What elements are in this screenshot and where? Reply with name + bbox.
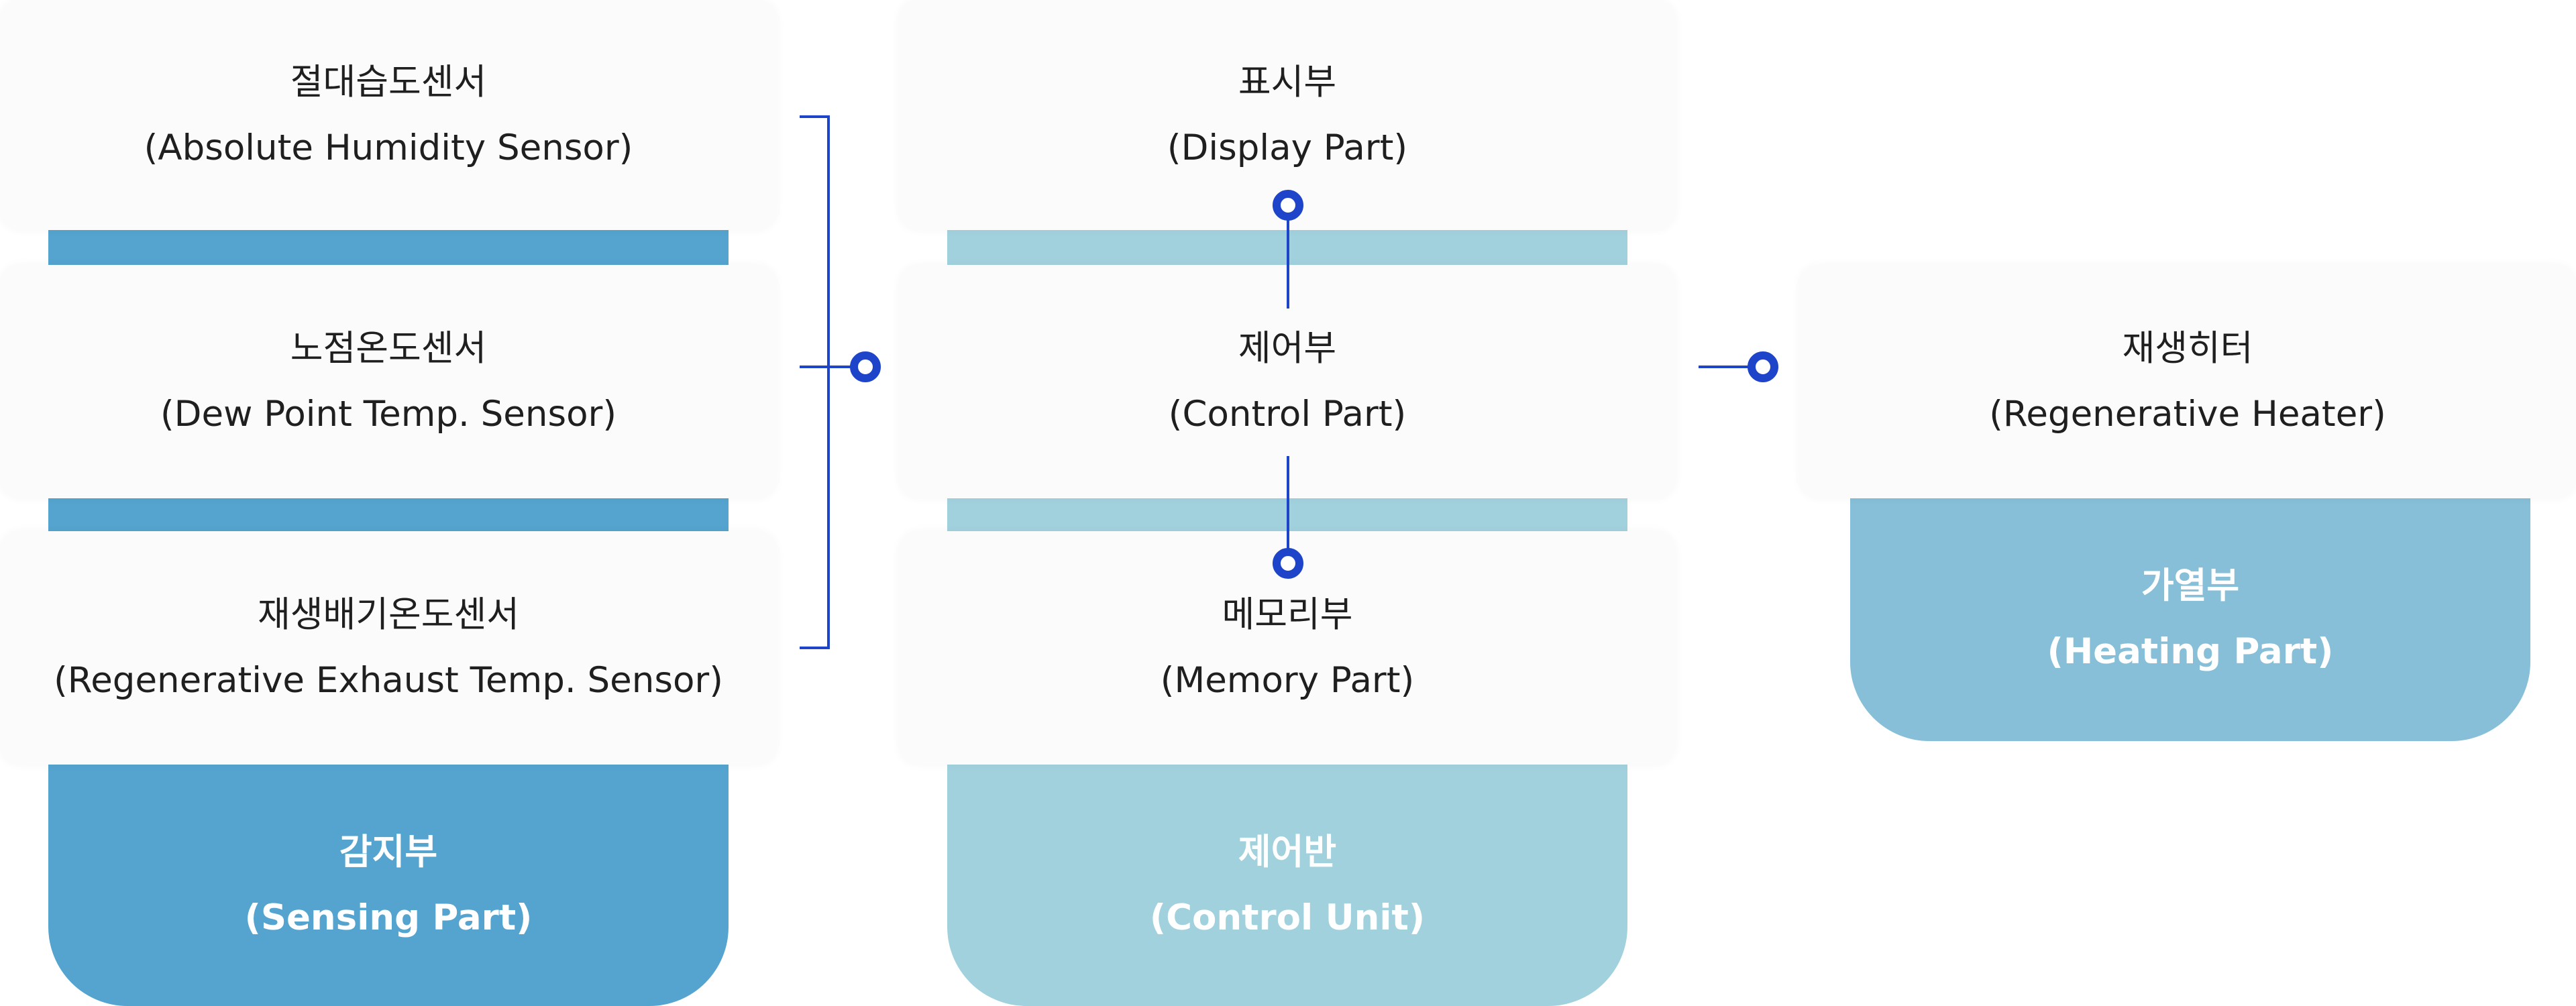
control-part-label-en: (Control Part) — [1168, 394, 1407, 435]
heating-part-tab: 가열부 (Heating Part) — [1850, 496, 2530, 741]
control-part-label-ko: 제어부 — [1238, 328, 1337, 369]
sensing-part-title-en: (Sensing Part) — [244, 897, 533, 938]
regenerative-exhaust-temp-sensor-label-en: (Regenerative Exhaust Temp. Sensor) — [54, 660, 723, 701]
display-part-label-en: (Display Part) — [1167, 127, 1408, 168]
dew-point-temp-sensor-card: 노점온도센서 (Dew Point Temp. Sensor) — [0, 265, 777, 498]
absolute-humidity-sensor-label-ko: 절대습도센서 — [290, 61, 487, 103]
memory-node-icon — [1273, 548, 1303, 579]
dew-point-temp-sensor-label-en: (Dew Point Temp. Sensor) — [160, 394, 617, 435]
regenerative-heater-label-en: (Regenerative Heater) — [1989, 394, 2386, 435]
absolute-humidity-sensor-label-en: (Absolute Humidity Sensor) — [144, 127, 633, 168]
display-node-icon — [1273, 190, 1303, 221]
regenerative-heater-card: 재생히터 (Regenerative Heater) — [1799, 265, 2576, 498]
sensing-part-title-ko: 감지부 — [339, 832, 438, 873]
control-unit-tab: 제어반 (Control Unit) — [947, 765, 1627, 1006]
sensing-part-tab: 감지부 (Sensing Part) — [48, 765, 729, 1006]
regenerative-heater-label-ko: 재생히터 — [2122, 328, 2253, 369]
sensing-bracket-line — [800, 115, 830, 649]
heater-node-icon — [1748, 351, 1778, 382]
display-part-label-ko: 표시부 — [1238, 61, 1337, 103]
control-unit-title-ko: 제어반 — [1238, 832, 1337, 873]
heating-part-title-en: (Heating Part) — [2047, 630, 2334, 672]
heating-part-title-ko: 가열부 — [2141, 565, 2240, 606]
absolute-humidity-sensor-card: 절대습도센서 (Absolute Humidity Sensor) — [0, 0, 777, 230]
regenerative-exhaust-temp-sensor-card: 재생배기온도센서 (Regenerative Exhaust Temp. Sen… — [0, 531, 777, 765]
control-unit-title-en: (Control Unit) — [1149, 897, 1426, 938]
memory-part-label-ko: 메모리부 — [1222, 594, 1353, 635]
memory-part-label-en: (Memory Part) — [1160, 660, 1415, 701]
dew-point-temp-sensor-label-ko: 노점온도센서 — [290, 328, 487, 369]
regenerative-exhaust-temp-sensor-label-ko: 재생배기온도센서 — [257, 594, 520, 635]
sensing-node-icon — [850, 351, 881, 382]
